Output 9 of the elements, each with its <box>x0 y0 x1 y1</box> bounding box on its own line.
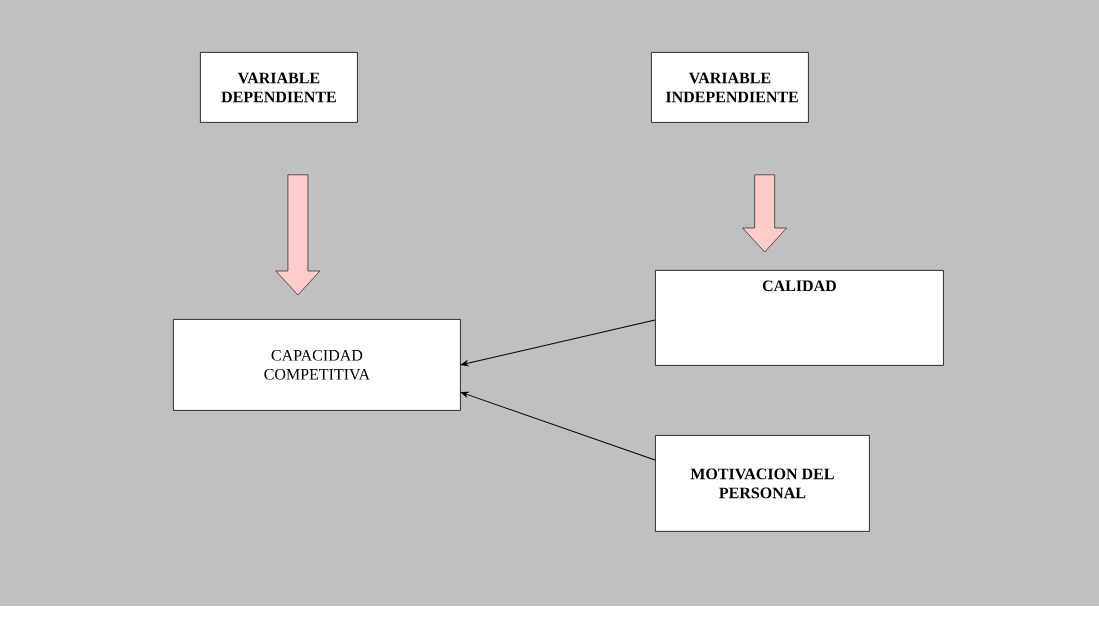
block-arrow <box>275 174 321 296</box>
block-arrow <box>742 174 787 253</box>
arrow <box>460 391 656 461</box>
text-box: VARIABLE DEPENDIENTE <box>200 52 358 123</box>
arrow <box>460 319 656 367</box>
text-box: CALIDAD <box>655 270 944 366</box>
text-box: VARIABLE INDEPENDIENTE <box>651 52 809 123</box>
text-box: MOTIVACION DEL PERSONAL <box>655 435 870 532</box>
text-box: CAPACIDAD COMPETITIVA <box>173 319 461 411</box>
